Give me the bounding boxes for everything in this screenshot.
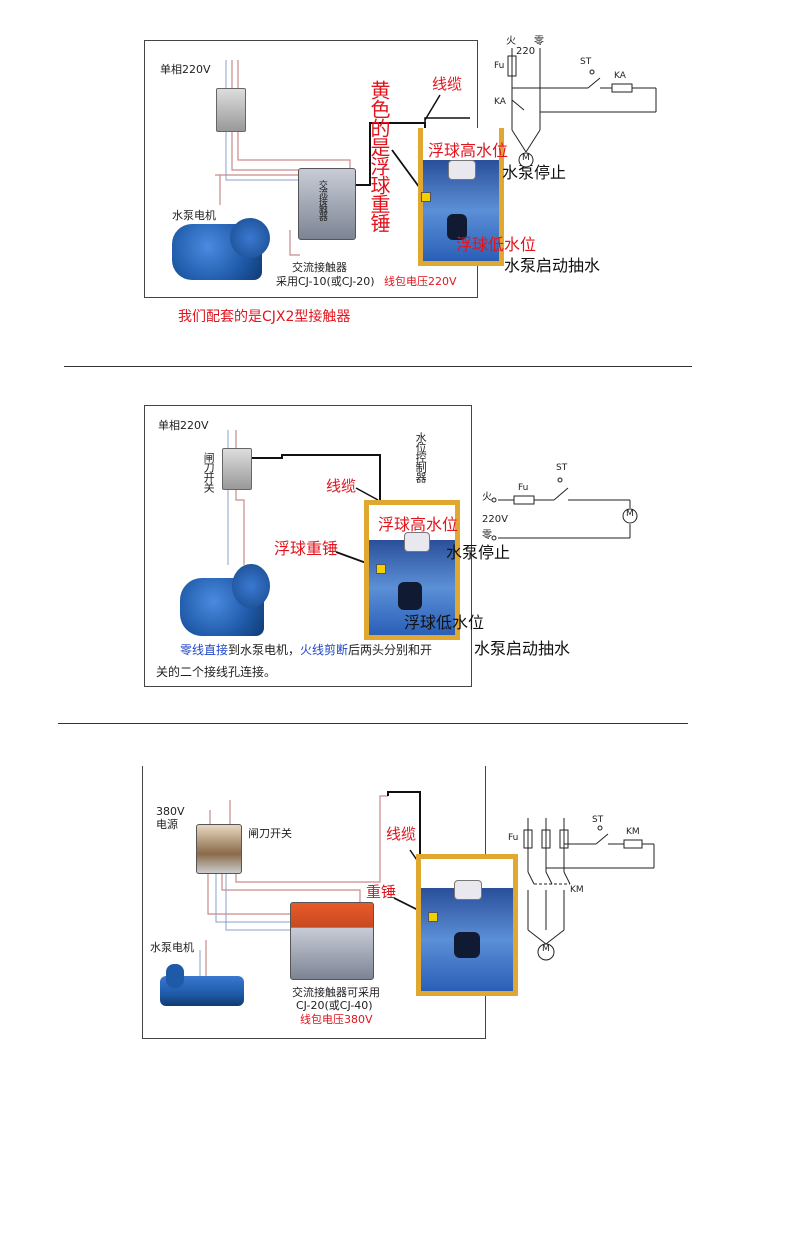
- diagram3-motor-label: 水泵电机: [150, 941, 194, 954]
- diagram3-sch-fuse: Fu: [508, 833, 519, 843]
- diagram1-weight-note: 黄色的是浮球重锤: [367, 80, 391, 232]
- diagram2-float-high: [404, 532, 430, 552]
- diagram1-contactor-note-1: 交流接触器: [292, 261, 347, 274]
- diagram2-sch-motor: M: [626, 509, 634, 519]
- diagram3-supply-label-2: 电源: [156, 818, 178, 831]
- diagram3-sch-coil: KM: [626, 827, 640, 837]
- diagram1-float-high: [448, 160, 476, 180]
- diagram3-coil-voltage: 线包电压380V: [300, 1013, 373, 1026]
- diagram2-float-low: [398, 582, 422, 610]
- diagram1-pump-start: 水泵启动抽水: [504, 256, 601, 275]
- diagram2-pump-start: 水泵启动抽水: [474, 639, 571, 658]
- diagram1-contactor-note-2: 采用CJ-10(或CJ-20): [276, 275, 375, 288]
- diagram3-cable-label: 线缆: [386, 825, 417, 843]
- caption-live-cut: 火线剪断: [300, 643, 349, 657]
- diagram1-sch-live: 火: [506, 36, 516, 47]
- diagram3-float-low: [454, 932, 480, 958]
- diagram1-sch-relay: KA: [614, 71, 626, 81]
- diagram2-weight: [376, 564, 386, 574]
- diagram1-sch-voltage: 220: [516, 46, 536, 57]
- caption-connect: 后两头分别和开: [348, 643, 433, 657]
- diagram2-sch-neutral: 零: [482, 530, 492, 541]
- diagram1-pump-stop: 水泵停止: [502, 163, 567, 182]
- diagram3-knife-switch: 闸刀开关: [248, 827, 292, 840]
- diagram3-knife-switch-box: [196, 824, 242, 874]
- diagram3-weight: [428, 912, 438, 922]
- diagram3-contactor-note-1: 交流接触器可采用: [292, 986, 380, 999]
- diagram2-level-controller: 水位控制器: [414, 432, 428, 482]
- diagram1-contactor: [298, 168, 356, 240]
- diagram1-sch-motor: M: [522, 153, 530, 163]
- diagram3-contactor: [290, 902, 374, 980]
- caption-to-motor: 到水泵电机，: [228, 643, 301, 657]
- diagram2-float-low-label: 浮球低水位: [404, 613, 485, 632]
- diagram2-float-high-label: 浮球高水位: [378, 515, 459, 534]
- diagram2-sch-live: 火: [482, 492, 492, 503]
- diagram2-knife-switch: 闸刀开关: [202, 452, 216, 492]
- diagram2-breaker: [222, 448, 252, 490]
- diagram1-pump-head: [230, 218, 270, 258]
- diagram3-sch-motor: M: [542, 944, 550, 954]
- diagram1-float-low: [447, 214, 467, 240]
- diagram1-contactor-face: 交流接触器: [316, 180, 327, 220]
- diagram2-cable-label: 线缆: [326, 477, 357, 495]
- diagram1-cable-label: 线缆: [432, 75, 463, 93]
- diagram2-sch-fuse: Fu: [518, 483, 529, 493]
- diagram3-pump-inlet: [166, 964, 184, 988]
- diagram3-supply-label-1: 380V: [156, 805, 185, 818]
- diagram3-weight-label: 重锤: [366, 883, 397, 901]
- diagram1-weight: [421, 192, 431, 202]
- diagram1-sch-relay-contact: KA: [494, 97, 506, 107]
- diagram1-footer: 我们配套的是CJX2型接触器: [178, 309, 351, 325]
- diagram1-supply-label: 单相220V: [160, 63, 211, 76]
- diagram1-sch-switch: ST: [580, 57, 592, 67]
- caption-neutral-direct: 零线直接: [180, 643, 229, 657]
- divider-2: [58, 723, 688, 724]
- diagram3-sch-switch: ST: [592, 815, 604, 825]
- diagram1-sch-neutral: 零: [534, 36, 544, 47]
- diagram2-float-weight: 浮球重锤: [274, 539, 339, 558]
- divider-1: [64, 366, 692, 367]
- diagram3-sch-contact: KM: [570, 885, 584, 895]
- diagram2-sch-voltage: 220V: [482, 514, 508, 525]
- diagram3-float-high: [454, 880, 482, 900]
- diagram2-pump-stop: 水泵停止: [446, 543, 511, 562]
- diagram1-float-low-label: 浮球低水位: [456, 235, 537, 254]
- diagram1-breaker: [216, 88, 246, 132]
- diagram2-pump-head: [232, 564, 270, 608]
- diagram1-coil-voltage: 线包电压220V: [384, 275, 457, 288]
- diagram2-caption-line1: 零线直接到水泵电机，火线剪断后两头分别和开: [180, 643, 433, 657]
- diagram3-contactor-note-2: CJ-20(或CJ-40): [296, 999, 373, 1012]
- diagram1-float-high-label: 浮球高水位: [428, 141, 509, 160]
- diagram1-sch-fuse: Fu: [494, 61, 505, 71]
- diagram2-supply-label: 单相220V: [158, 419, 209, 432]
- diagram1-motor-label: 水泵电机: [172, 209, 216, 222]
- diagram2-caption-line2: 关的二个接线孔连接。: [156, 665, 277, 679]
- diagram2-sch-switch: ST: [556, 463, 568, 473]
